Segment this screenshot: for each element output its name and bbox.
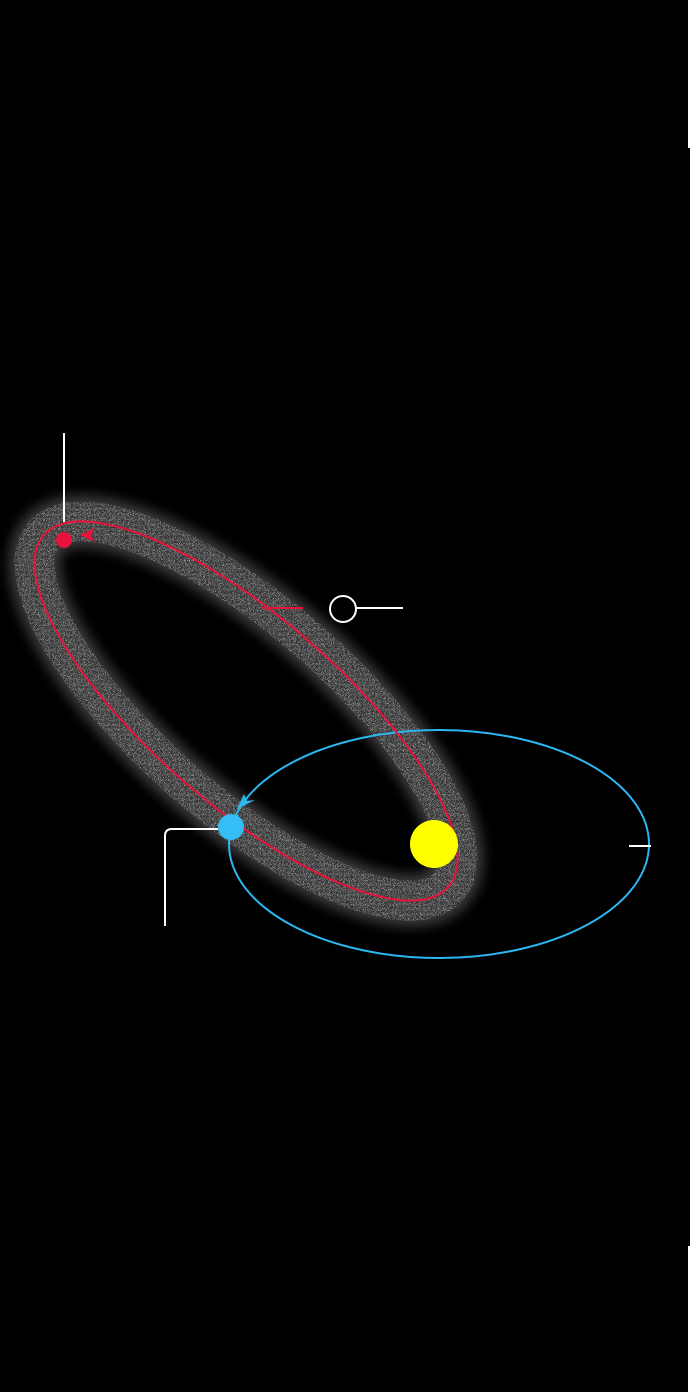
leader-lines (63, 433, 651, 926)
comet-direction-arrow (80, 528, 94, 542)
earth-icon (218, 814, 244, 840)
earth-direction-arrow (237, 794, 255, 809)
comet-dust-trail (8, 495, 484, 927)
comet-icon (56, 532, 72, 548)
right-edge-mark-top (688, 0, 690, 148)
earth-orbit (228, 729, 650, 959)
sun-icon (410, 820, 458, 868)
hollow-circle-marker-icon (329, 595, 357, 623)
earth-leader-line (164, 828, 218, 926)
right-edge-mark-bottom (688, 1246, 690, 1392)
comet-orbit (33, 520, 459, 902)
